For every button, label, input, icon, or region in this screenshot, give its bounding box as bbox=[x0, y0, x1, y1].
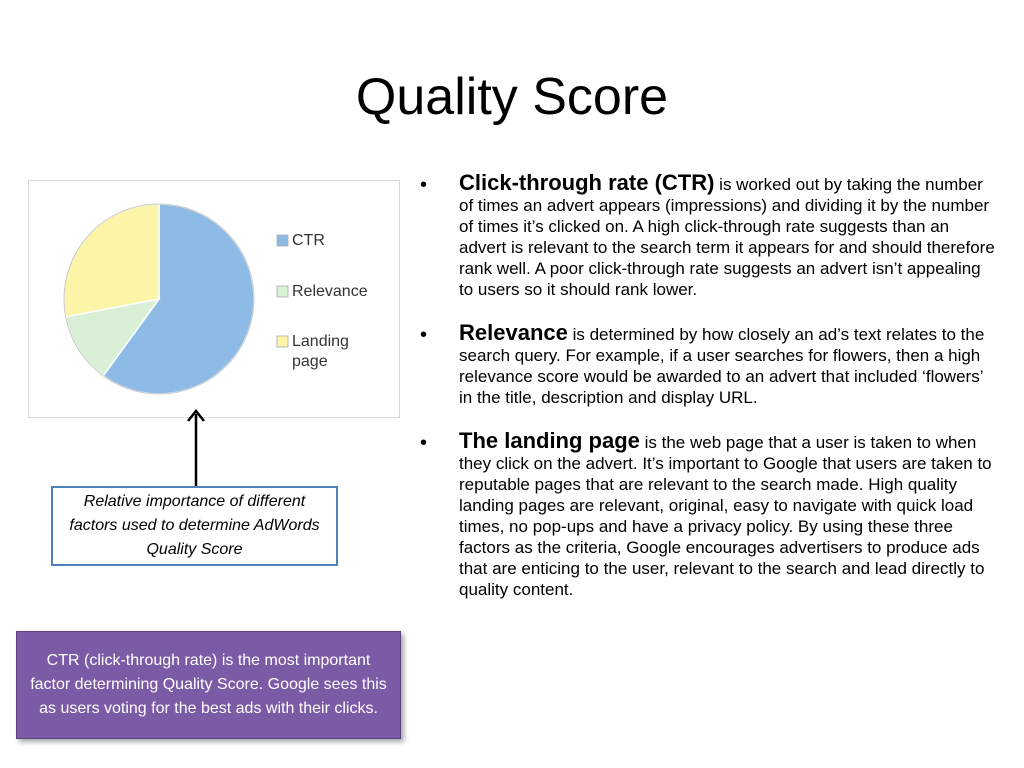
legend-swatch-landing-page bbox=[276, 335, 289, 348]
bullet-relevance: • Relevance is determined by how closely… bbox=[418, 322, 998, 408]
legend-swatch-ctr bbox=[276, 234, 289, 247]
pie-slice-landing-page bbox=[63, 203, 160, 318]
legend-swatch-relevance bbox=[276, 285, 289, 298]
legend-label: Relevance bbox=[292, 283, 368, 300]
up-arrow-icon bbox=[187, 408, 205, 488]
bullet-ctr: • Click-through rate (CTR) is worked out… bbox=[418, 172, 998, 300]
slide-title: Quality Score bbox=[355, 68, 669, 126]
bullet-term: The landing page bbox=[459, 428, 640, 453]
bullet-landing-page: • The landing page is the web page that … bbox=[418, 430, 998, 600]
bullet-text: is the web page that a user is taken to … bbox=[459, 433, 992, 599]
bullet-term: Relevance bbox=[459, 320, 568, 345]
legend-label: page bbox=[292, 353, 328, 370]
bullet-list: • Click-through rate (CTR) is worked out… bbox=[418, 172, 998, 622]
bullet-dot: • bbox=[420, 324, 428, 346]
bullet-dot: • bbox=[420, 174, 428, 196]
legend-label: Landing bbox=[292, 333, 349, 350]
pie-outline bbox=[63, 203, 255, 395]
bullet-dot: • bbox=[420, 432, 428, 454]
bullet-text: is determined by how closely an ad’s tex… bbox=[459, 325, 985, 407]
bullet-term: Click-through rate (CTR) bbox=[459, 170, 715, 195]
chart-caption: Relative importance of different factors… bbox=[51, 486, 338, 566]
ctr-note-box: CTR (click-through rate) is the most imp… bbox=[16, 631, 401, 739]
legend-label: CTR bbox=[292, 232, 325, 249]
bullet-text: is worked out by taking the number of ti… bbox=[459, 175, 995, 299]
